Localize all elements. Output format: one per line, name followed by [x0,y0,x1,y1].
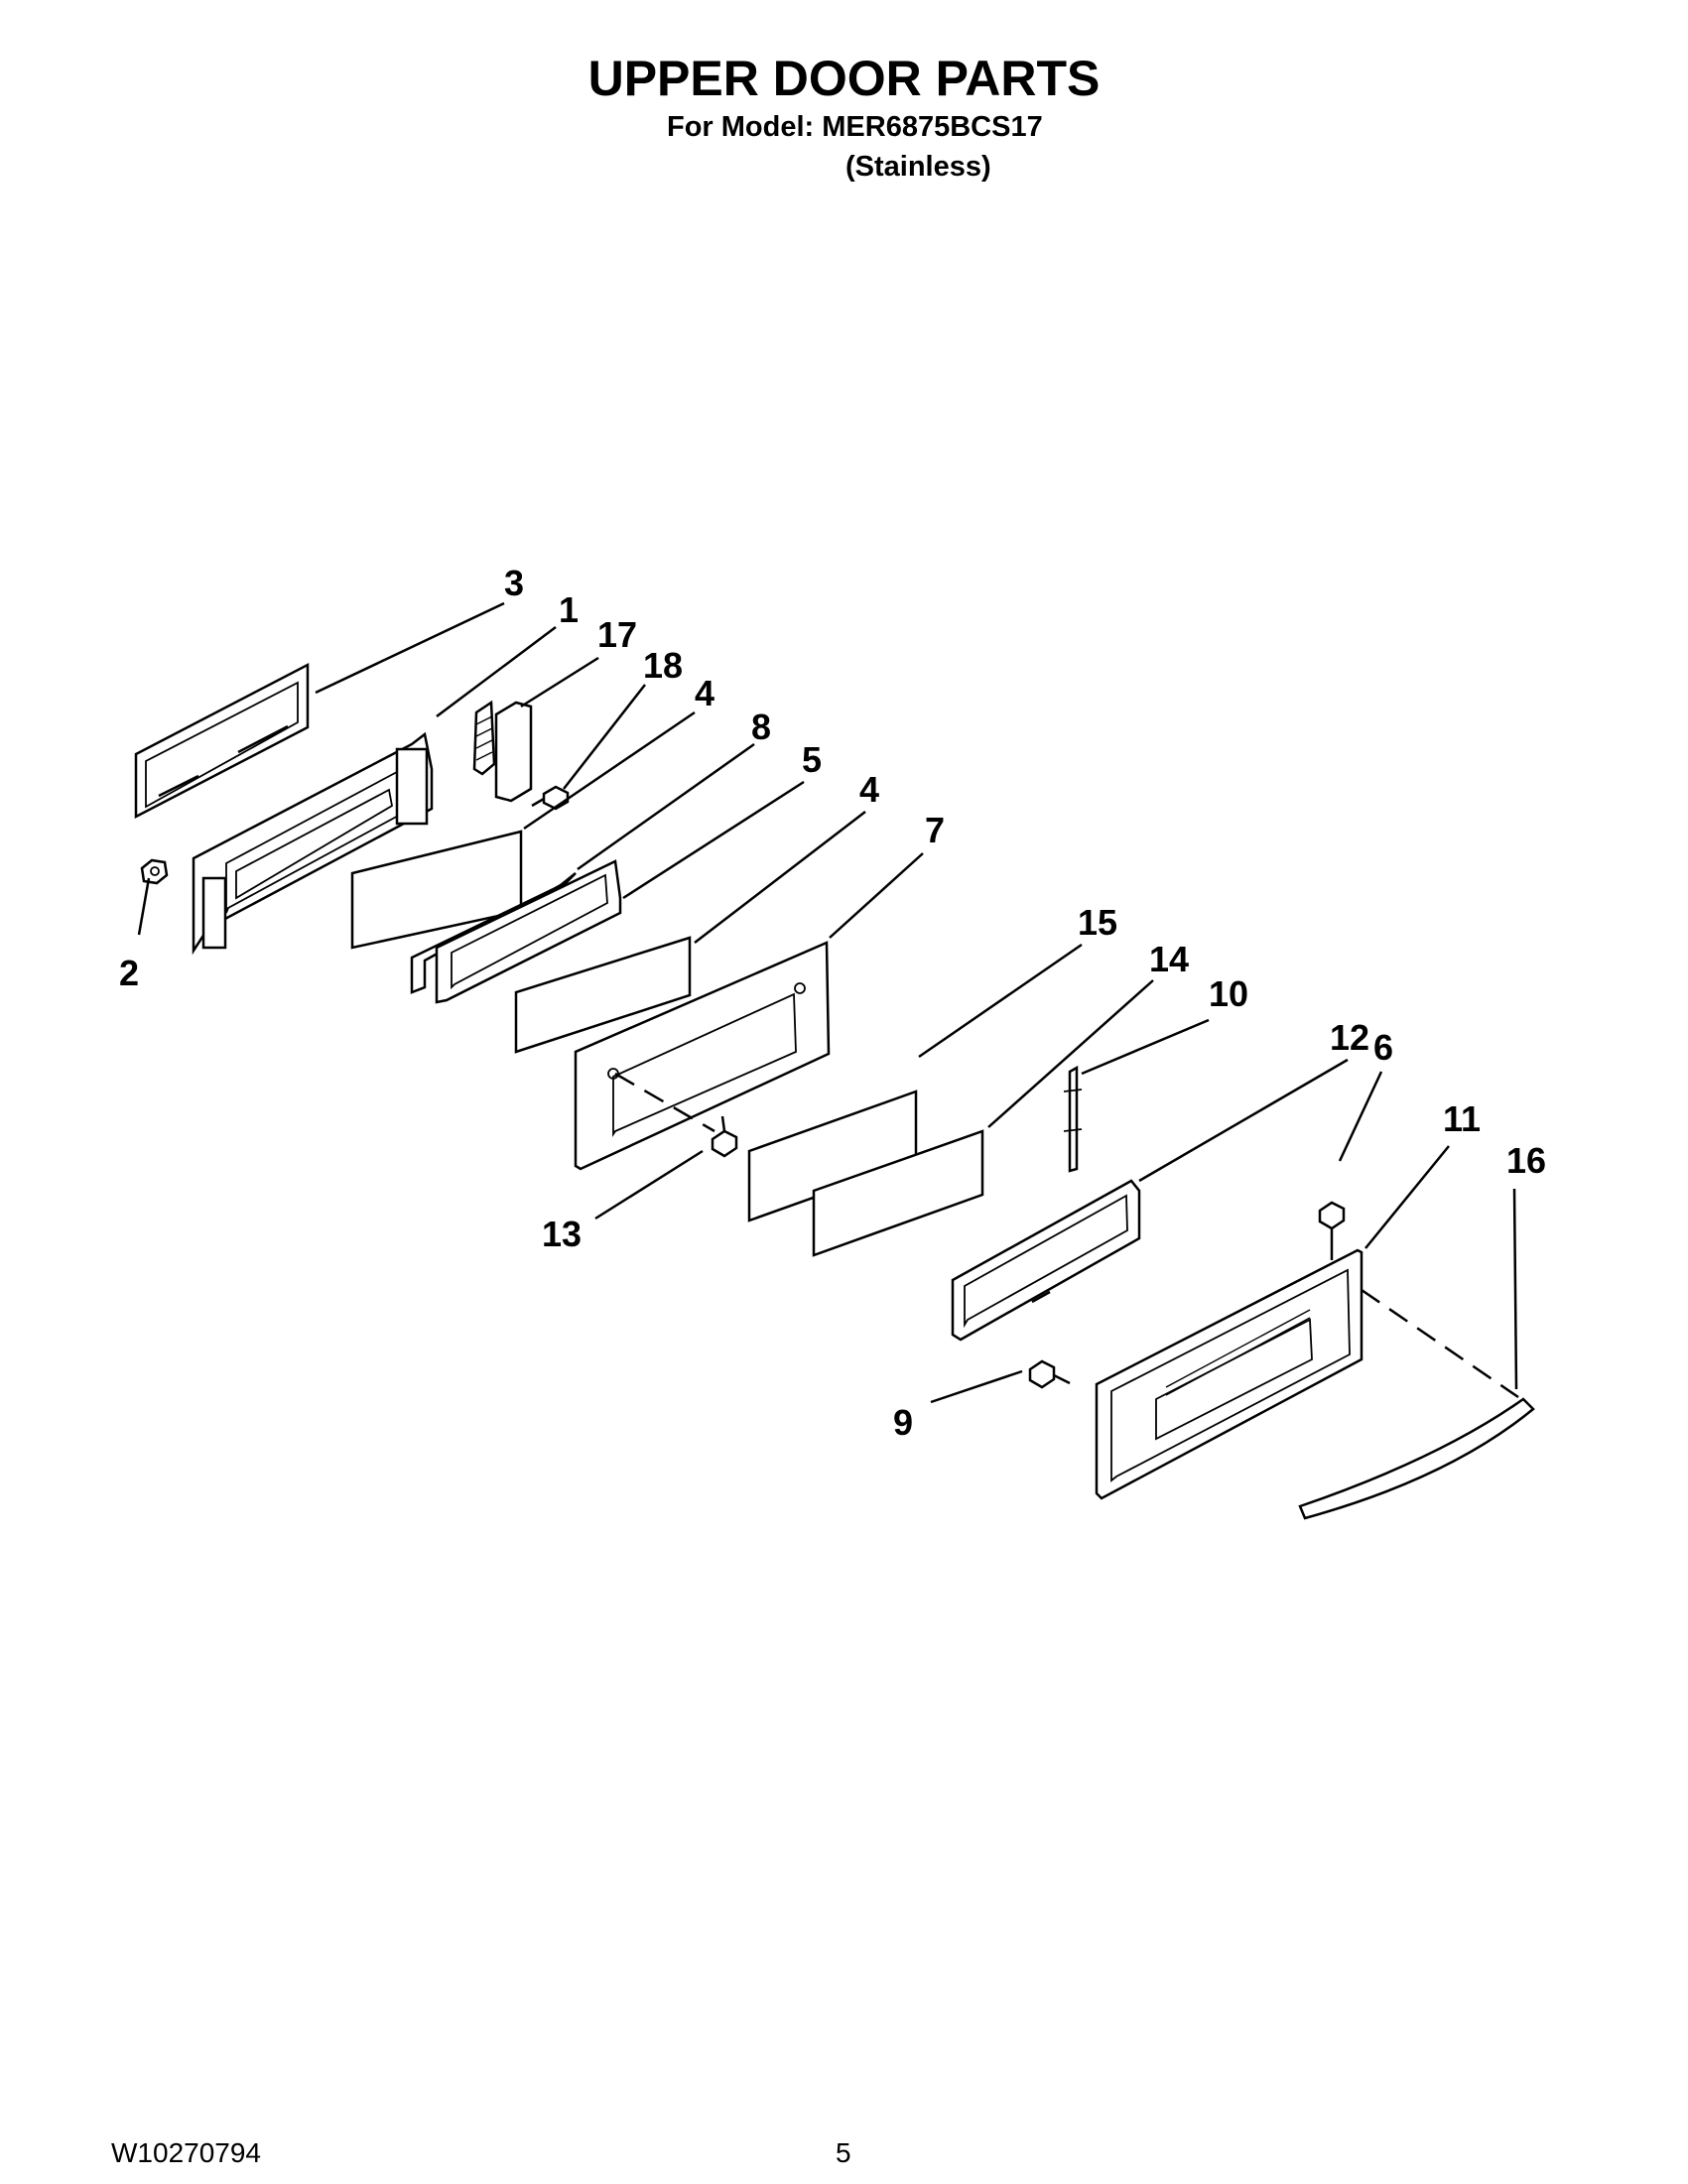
part-11-outer-door [1095,1248,1363,1500]
part-8-spacer [410,872,577,994]
part-1-inner-door [192,731,434,956]
callout-5: 5 [802,739,822,780]
callout-3: 3 [504,563,524,603]
callout-15: 15 [1078,902,1117,943]
callout-labels: 3 1 17 18 4 8 5 4 7 2 15 14 10 12 6 11 1… [119,563,1546,1443]
callout-8: 8 [751,707,771,747]
model-line: For Model: MER6875BCS17 [667,111,1043,143]
part-10-bracket [1063,1065,1083,1173]
document-number: W10270794 [111,2137,262,2168]
part-4-glass-upper [350,830,523,950]
callout-11: 11 [1443,1098,1481,1139]
callout-6: 6 [1373,1027,1393,1068]
callout-17: 17 [597,614,637,655]
part-7-panel [574,941,831,1171]
callout-9: 9 [893,1402,913,1443]
part-18-screw [531,785,570,811]
part-13-screw [614,1072,738,1158]
part-9-screw [1028,1359,1071,1389]
part-2-nut [140,858,169,885]
finish-line: (Stainless) [845,151,991,183]
callout-10: 10 [1209,973,1248,1014]
callout-14: 14 [1149,939,1189,979]
callout-2: 2 [119,953,139,993]
part-6-screw [1318,1201,1346,1260]
part-17-hinge [472,700,533,803]
page-title: UPPER DOOR PARTS [587,51,1101,106]
part-3-gasket [134,662,310,820]
callout-4: 4 [859,769,879,810]
part-12-gasket [951,1179,1141,1342]
callout-1: 1 [559,589,579,630]
callout-12: 12 [1330,1017,1369,1058]
leader-lines [137,601,1518,1404]
callout-7: 7 [925,810,945,850]
callout-13: 13 [542,1214,582,1254]
part-16-handle [1298,1288,1535,1520]
callout-16: 16 [1506,1140,1546,1181]
callout-18: 18 [643,645,683,686]
part-14-glass [812,1129,984,1257]
part-4-glass-middle [514,936,692,1054]
page-number: 5 [836,2137,851,2168]
callout-4: 4 [695,673,714,713]
part-5-insulation-frame [435,859,622,1004]
